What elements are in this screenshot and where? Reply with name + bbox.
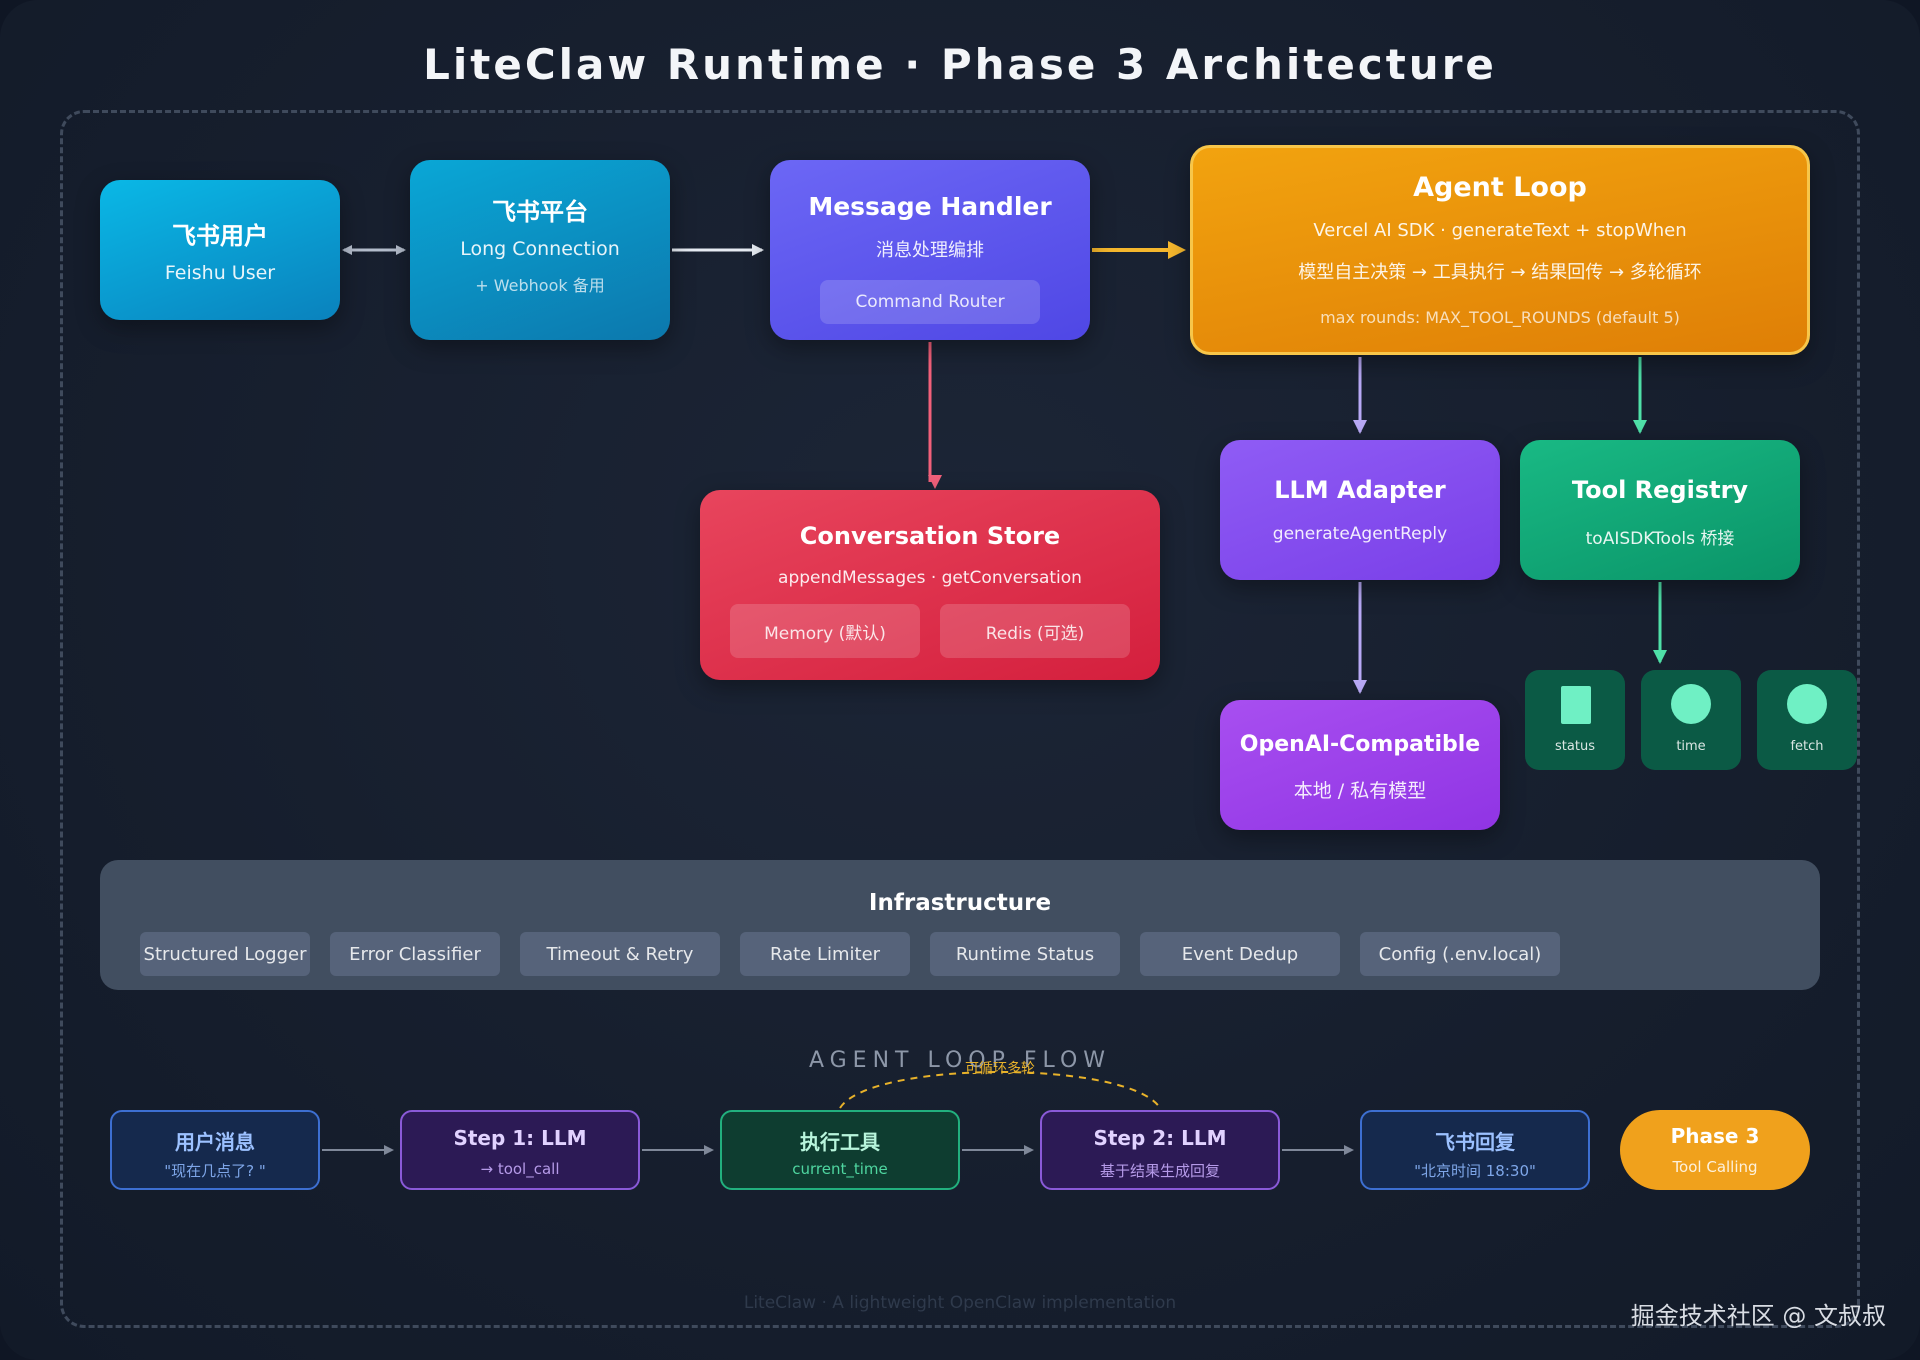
footer: LiteClaw · A lightweight OpenClaw implem… — [743, 1293, 1177, 1313]
infra-event-dedup: Event Dedup — [1140, 932, 1340, 976]
infra-structured-logger: Structured Logger — [140, 932, 310, 976]
openai-compatible-subtitle: 本地 / 私有模型 — [1293, 780, 1427, 802]
flow-step-3-title: 执行工具 — [800, 1130, 880, 1154]
tool-time-label: time — [1676, 739, 1706, 754]
flow-step-1-subtitle: "现在几点了? " — [164, 1162, 266, 1180]
flow-step-1-title: 用户消息 — [175, 1130, 255, 1154]
flow-heading: AGENT LOOP FLOW — [808, 1048, 1112, 1073]
tool-fetch: fetch — [1757, 670, 1857, 770]
circle-icon — [1787, 684, 1827, 724]
loop-arc — [839, 1071, 1161, 1109]
flow-step-execute-tool: 执行工具 current_time — [720, 1110, 960, 1190]
infra-error-classifier: Error Classifier — [330, 932, 500, 976]
tool-status-label: status — [1555, 739, 1595, 754]
feishu-platform-title: 飞书平台 — [492, 198, 588, 226]
flow-step-feishu-reply: 飞书回复 "北京时间 18:30" — [1360, 1110, 1590, 1190]
agent-loop-line2: 模型自主决策 → 工具执行 → 结果回传 → 多轮循环 — [1298, 262, 1702, 283]
flow-step-5-title: 飞书回复 — [1435, 1130, 1515, 1154]
conversation-store-subtitle: appendMessages · getConversation — [778, 568, 1082, 588]
architecture-frame — [60, 110, 1860, 1328]
node-conversation-store: Conversation Store appendMessages · getC… — [700, 490, 1160, 680]
infra-config: Config (.env.local) — [1360, 932, 1560, 976]
phase-badge: Phase 3 Tool Calling — [1620, 1110, 1810, 1190]
node-feishu-platform: 飞书平台 Long Connection + Webhook 备用 — [410, 160, 670, 340]
infrastructure-title: Infrastructure — [868, 890, 1052, 916]
node-llm-adapter: LLM Adapter generateAgentReply — [1220, 440, 1500, 580]
flow-step-4-subtitle: 基于结果生成回复 — [1099, 1162, 1220, 1180]
node-openai-compatible: OpenAI-Compatible 本地 / 私有模型 — [1220, 700, 1500, 830]
flow-step-5-subtitle: "北京时间 18:30" — [1414, 1162, 1536, 1180]
redis-chip: Redis (可选) — [940, 604, 1130, 658]
tool-registry-subtitle: toAISDKTools 桥接 — [1585, 529, 1735, 549]
flow-step-2-title: Step 1: LLM — [453, 1126, 587, 1150]
flow-step-4-title: Step 2: LLM — [1093, 1126, 1227, 1150]
node-tool-registry: Tool Registry toAISDKTools 桥接 — [1520, 440, 1800, 580]
square-icon — [1561, 686, 1591, 724]
conversation-store-title: Conversation Store — [799, 522, 1061, 550]
node-feishu-user: 飞书用户 Feishu User — [100, 180, 340, 320]
phase-badge-title: Phase 3 — [1670, 1124, 1760, 1148]
node-agent-loop: Agent Loop Vercel AI SDK · generateText … — [1190, 145, 1810, 355]
tool-time: time — [1641, 670, 1741, 770]
flow-step-3-subtitle: current_time — [792, 1160, 888, 1178]
message-handler-subtitle: 消息处理编排 — [876, 240, 984, 261]
infra-rate-limiter: Rate Limiter — [740, 932, 910, 976]
circle-icon — [1671, 684, 1711, 724]
infra-runtime-status: Runtime Status — [930, 932, 1120, 976]
tool-status: status — [1525, 670, 1625, 770]
infra-timeout-retry: Timeout & Retry — [520, 932, 720, 976]
memory-chip: Memory (默认) — [730, 604, 920, 658]
loop-label: 可循环多轮 — [965, 1061, 1035, 1077]
flow-step-2-subtitle: → tool_call — [480, 1160, 560, 1178]
tool-fetch-label: fetch — [1790, 739, 1824, 754]
command-router-chip: Command Router — [820, 280, 1040, 324]
feishu-user-subtitle: Feishu User — [164, 262, 276, 284]
page-title: LiteClaw Runtime · Phase 3 Architecture — [423, 40, 1497, 89]
agent-loop-line1: Vercel AI SDK · generateText + stopWhen — [1313, 220, 1687, 241]
flow-step-user-message: 用户消息 "现在几点了? " — [110, 1110, 320, 1190]
flow-step-llm-1: Step 1: LLM → tool_call — [400, 1110, 640, 1190]
node-message-handler: Message Handler 消息处理编排 Command Router — [770, 160, 1090, 340]
phase-badge-subtitle: Tool Calling — [1672, 1158, 1758, 1176]
llm-adapter-subtitle: generateAgentReply — [1272, 524, 1448, 544]
feishu-platform-line1: Long Connection — [460, 238, 620, 260]
feishu-user-title: 飞书用户 — [172, 222, 268, 250]
watermark: 掘金技术社区 @ 文叔叔 — [1630, 1302, 1886, 1330]
agent-loop-line3: max rounds: MAX_TOOL_ROUNDS (default 5) — [1320, 308, 1680, 327]
openai-compatible-title: OpenAI-Compatible — [1239, 732, 1481, 757]
feishu-platform-line2: + Webhook 备用 — [475, 276, 605, 295]
flow-step-llm-2: Step 2: LLM 基于结果生成回复 — [1040, 1110, 1280, 1190]
message-handler-title: Message Handler — [808, 192, 1052, 221]
tool-registry-title: Tool Registry — [1571, 476, 1749, 504]
llm-adapter-title: LLM Adapter — [1274, 476, 1446, 504]
agent-loop-title: Agent Loop — [1413, 172, 1587, 203]
